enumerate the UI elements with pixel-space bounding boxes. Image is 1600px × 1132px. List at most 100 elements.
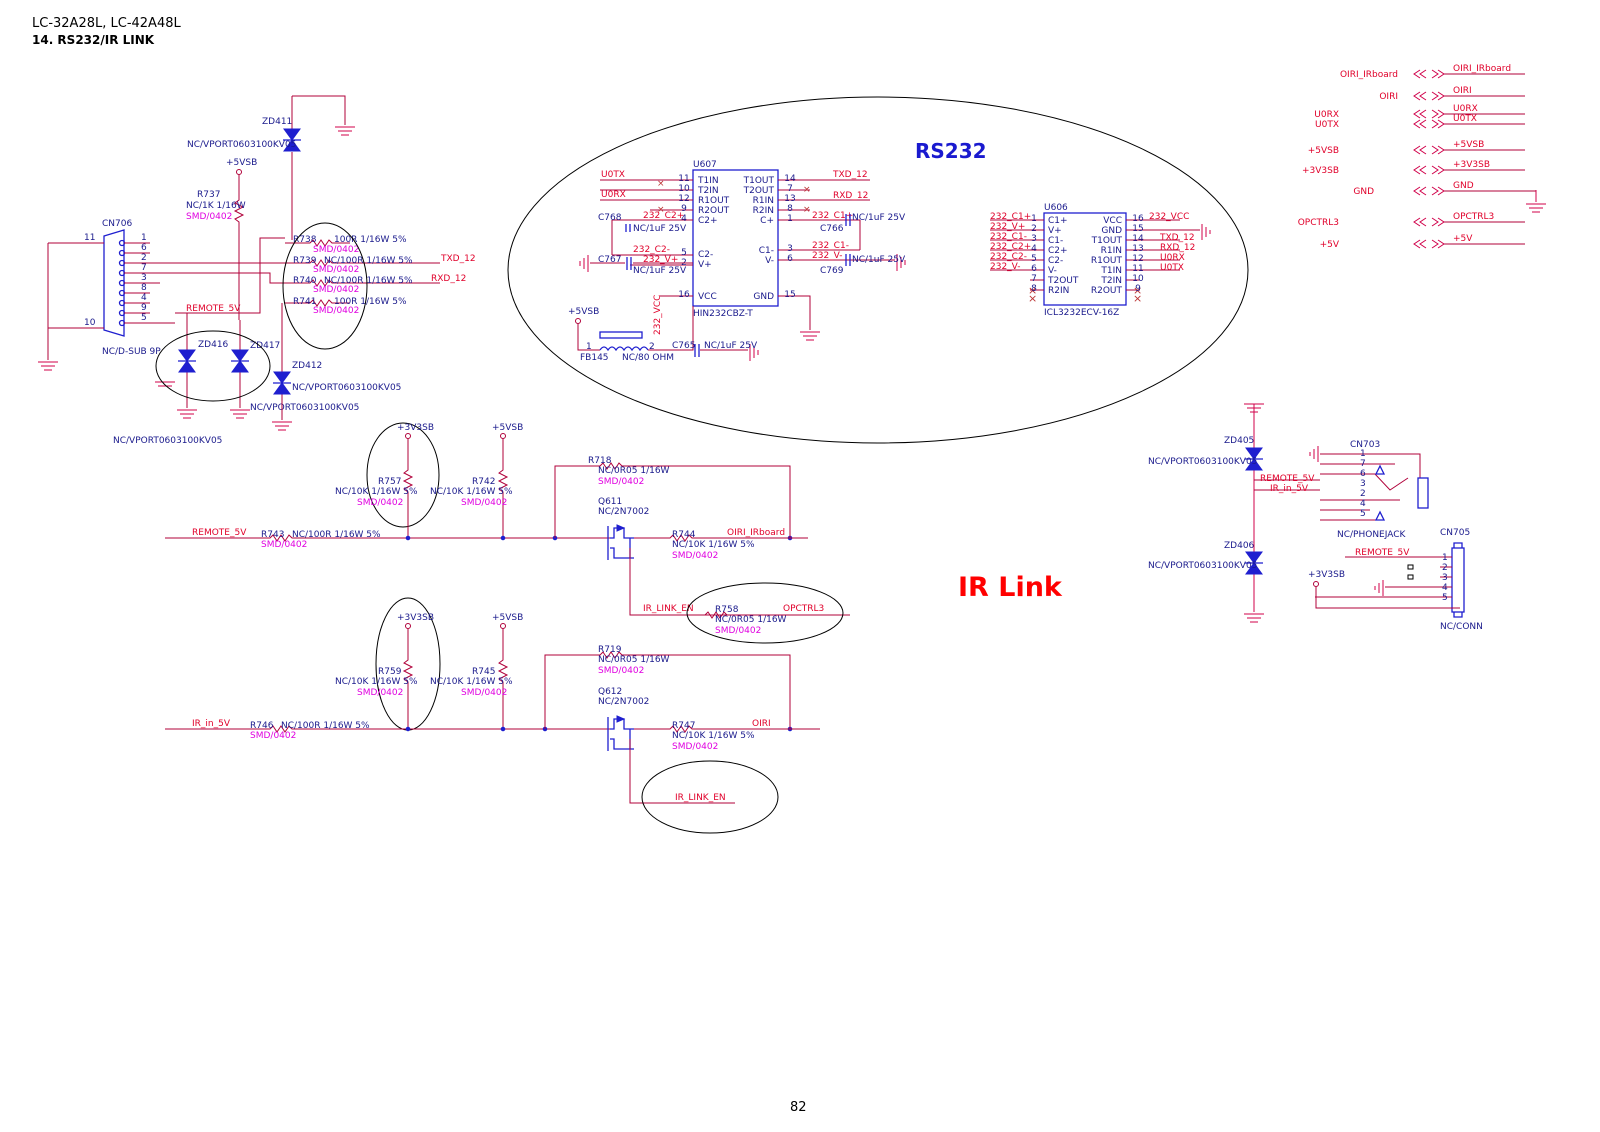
offpage-arrow-icon [1413,165,1445,175]
offpage-right-label: +5VSB [1453,140,1484,150]
offpage-right-label: GND [1453,181,1474,191]
net-ir-link-en: IR_LINK_EN [675,793,726,803]
svg-text:×: × [1028,292,1037,305]
offpage-arrow-icon [1413,69,1445,79]
r719-footprint: SMD/0402 [598,666,644,676]
u606-pin-number: 2 [1031,224,1037,234]
offpage-left-label: +5V [1320,240,1340,250]
offpage-left-label: OIRI [1379,92,1398,102]
zd406-value: NC/VPORT0603100KV05 [1148,561,1257,571]
u607-pin-number: 14 [784,174,796,184]
u607-pin-number: 10 [678,184,690,194]
u607-net: 232_C1+ [812,211,853,221]
q611-label: Q611 [598,497,622,507]
u607-pin-label: T1IN [697,176,719,186]
r739-value: NC/100R 1/16W 5% [324,256,413,266]
cn706-pin: 1 [141,233,147,243]
cn706-shell-pin: 11 [84,233,95,243]
offpage-left-label: U0RX [1314,110,1339,120]
r737-label: R737 [197,190,220,200]
u607-net: TXD_12 [832,170,868,180]
u606-net: RXD_12 [1160,243,1195,253]
r757-footprint: SMD/0402 [357,498,403,508]
cn706-pin: 3 [141,273,147,283]
u606-pin-number: 4 [1031,244,1037,254]
r719-label: R719 [598,645,622,655]
ground-symbol [335,126,355,136]
ground-symbol [177,409,250,419]
net-ir-link-en: IR_LINK_EN [643,604,694,614]
u607-pin-label: R2OUT [698,206,730,216]
highlight-ellipse [641,760,779,834]
r719-value: NC/0R05 1/16W [598,655,670,665]
zd406-label: ZD406 [1224,541,1255,551]
u606-pin-label: C2- [1048,256,1063,266]
r759-value: NC/10K 1/16W 5% [335,677,418,687]
net-rxd12: RXD_12 [431,274,466,284]
net-ir-in-5v: IR_in_5V [1270,484,1309,494]
r758-footprint: SMD/0402 [715,626,761,636]
u607-net: 232_VCC [653,295,663,335]
cn703-label: CN703 [1350,440,1380,450]
supply-3v3sb: +3V3SB [397,613,434,623]
u606-pin-number: 14 [1132,234,1144,244]
offpage-arrow-icon [1413,145,1445,155]
q612-arrow [616,715,626,723]
highlight-ellipse [155,330,271,402]
cap-label: C768 [598,213,622,223]
cn706-pin: 8 [141,283,147,293]
u607-left-pins: T1IN11T2IN10R1OUT12R2OUT9C2+4C2-5V+2VCC1… [678,174,729,302]
net-remote-5v: REMOTE_5V [1260,474,1315,484]
r746-footprint: SMD/0402 [250,731,296,741]
r744-label: R744 [672,530,696,540]
zd412-value: NC/VPORT0603100KV05 [292,383,401,393]
ground-symbol [749,344,759,361]
u606-pin-label: R1OUT [1091,256,1123,266]
u607-pin-label: V- [765,256,774,266]
r757-label: R757 [378,477,401,487]
cn703-pin-number: 2 [1360,489,1366,499]
u607-pin-number: 13 [784,194,795,204]
cn703-pin-number: 3 [1360,479,1366,489]
cn703-pin-number: 6 [1360,469,1366,479]
u606-body [1043,212,1127,306]
u607-pin-label: C2- [698,250,713,260]
u607-pin-number: 6 [787,254,793,264]
u606-pin-number: 16 [1132,214,1144,224]
u607-pin-label: T2IN [697,186,719,196]
zd405-value: NC/VPORT0603100KV05 [1148,457,1257,467]
r718-footprint: SMD/0402 [598,477,644,487]
r744-footprint: SMD/0402 [672,551,718,561]
u606-part: ICL3232ECV-16Z [1044,308,1119,318]
q612-value: NC/2N7002 [598,697,649,707]
u607-pin-number: 3 [787,244,793,254]
net-remote-5v: REMOTE_5V [1355,548,1410,558]
u606-net: 232_V+ [990,222,1025,232]
u607-pin-label: T1OUT [743,176,775,186]
svg-text:×: × [803,205,811,215]
offpage-right-label: U0TX [1453,114,1477,124]
r745-label: R745 [472,667,495,677]
offpage-connectors: OIRI_IRboardOIRI_IRboardOIRIOIRIU0RXU0RX… [1298,64,1536,250]
u607-pin-number: 8 [787,204,793,214]
u606-pin-number: 13 [1132,244,1143,254]
u607-pin-number: 1 [787,214,793,224]
zd417-value: NC/VPORT0603100KV05 [250,403,359,413]
u606-net: 232_VCC [1149,212,1189,222]
u607-pin-label: V+ [698,260,712,270]
ir-link-title: IR Link [958,572,1063,603]
u606-pin-label: C1+ [1048,216,1068,226]
supply-5vsb: +5VSB [226,158,257,168]
highlight-ellipse [282,222,368,350]
u607-pin-number: 5 [681,248,687,258]
u607-pin-label: C2+ [698,216,718,226]
zd405-label: ZD405 [1224,436,1254,446]
r743-footprint: SMD/0402 [261,540,307,550]
r738-value: 100R 1/16W 5% [334,235,407,245]
cap-label: C769 [820,266,844,276]
cap-value: NC/1uF 25V [633,224,687,234]
cn703-pin-number: 1 [1360,449,1366,459]
u607-body [692,169,779,307]
r747-footprint: SMD/0402 [672,742,718,752]
